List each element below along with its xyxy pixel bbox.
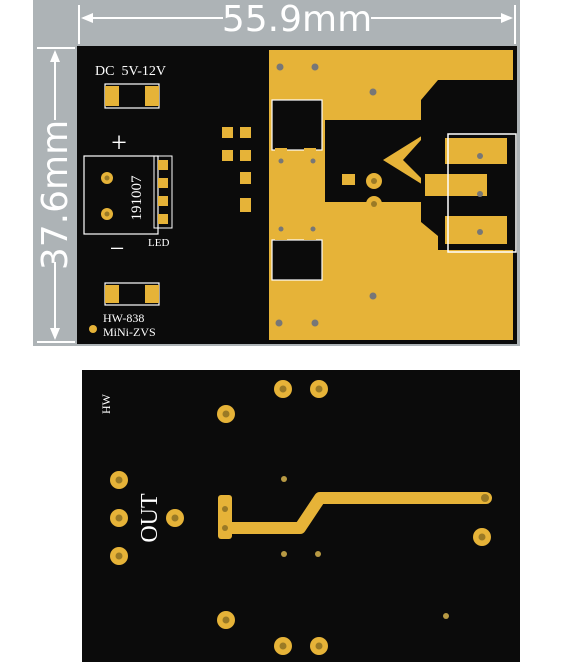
trace-pad xyxy=(218,495,232,539)
model-label: HW-838 xyxy=(103,311,144,325)
capacitor-footprint xyxy=(104,83,160,109)
power-label: DC 5V-12V xyxy=(95,64,166,79)
smd-pads-center xyxy=(222,127,375,254)
date-code: 191007 xyxy=(129,175,145,221)
height-dimension-label: 37.6mm xyxy=(35,120,76,270)
mosfet-lower xyxy=(271,224,323,281)
width-dimension-label: 55.9mm xyxy=(222,0,372,40)
connector-outline xyxy=(447,133,517,253)
round-pads xyxy=(366,173,382,212)
connector-pad-lower xyxy=(445,216,507,244)
resistor-footprint xyxy=(104,282,160,306)
name-label: MiNi-ZVS xyxy=(103,325,156,339)
width-dimension xyxy=(78,5,516,44)
out-label: OUT xyxy=(137,493,163,543)
vias-top xyxy=(275,63,483,327)
mount-dot xyxy=(89,325,97,333)
led-outline xyxy=(153,155,173,229)
height-dimension xyxy=(37,47,75,343)
hw-label: HW xyxy=(99,393,113,414)
connector-center-pad xyxy=(425,174,487,196)
plus-sign: + xyxy=(111,128,127,159)
connector-pad-upper xyxy=(445,138,507,164)
minus-sign: − xyxy=(110,234,125,263)
vias-bottom xyxy=(281,476,449,619)
top-board-photo: 55.9mm 37.6mm xyxy=(33,0,520,346)
led-label: LED xyxy=(148,237,169,249)
mosfet-upper xyxy=(271,99,323,166)
through-hole-pads xyxy=(110,380,491,655)
led-pads xyxy=(158,160,168,224)
bottom-board-photo: HW OUT xyxy=(82,370,520,662)
terminal-block xyxy=(83,155,159,235)
